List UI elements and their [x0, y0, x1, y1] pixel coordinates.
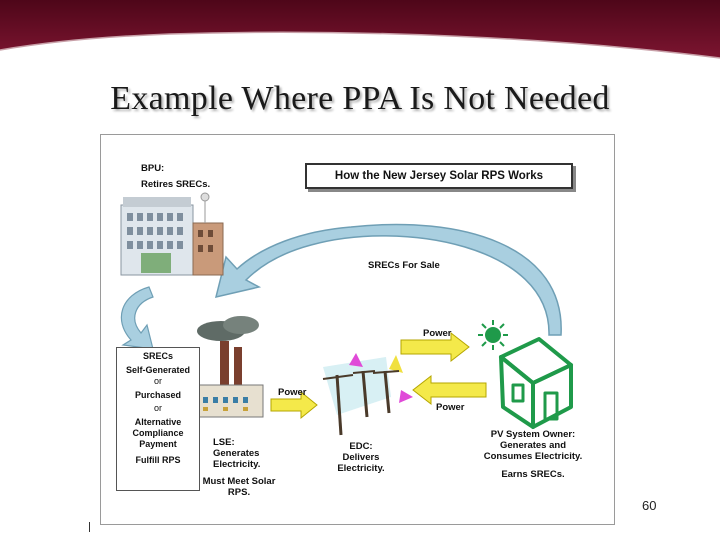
power-arrow-left — [412, 374, 487, 406]
lse-line1: Generates — [213, 448, 260, 459]
srec-box-title: SRECs — [142, 351, 173, 361]
house-icon — [499, 337, 573, 429]
lse-line2: Electricity. — [213, 459, 261, 470]
power-label-top: Power — [423, 328, 452, 339]
lse-line3: Must Meet Solar — [202, 476, 276, 487]
edc-line1: Delivers — [342, 452, 380, 463]
srec-result: Fulfill RPS — [135, 455, 181, 465]
retire-arrow — [120, 286, 154, 350]
power-plant-icon — [196, 316, 264, 418]
utility-poles-icon — [322, 353, 413, 436]
srecs-for-sale-arrow — [214, 223, 562, 336]
bpu-name: BPU: — [141, 163, 165, 174]
diagram-graphics — [120, 192, 573, 436]
srec-option-purchased: Purchased — [134, 390, 182, 400]
srec-option-acp-1: Alternative — [134, 417, 182, 427]
page-number: 60 — [642, 498, 657, 513]
lse-line4: RPS. — [227, 487, 251, 498]
srec-option-self: Self-Generated — [125, 365, 191, 375]
pv-owner-line1: Generates and — [500, 440, 566, 451]
sun-icon — [478, 320, 508, 350]
srec-option-acp-2: Compliance — [132, 428, 184, 438]
pv-owner-line2: Consumes Electricity. — [483, 451, 583, 462]
footer-tick — [89, 522, 90, 532]
power-arrow-right-bottom — [270, 390, 318, 420]
bpu-building-icon — [120, 192, 224, 276]
bpu-action: Retires SRECs. — [141, 179, 211, 190]
power-arrow-right-top — [400, 331, 470, 363]
pv-owner-name: PV System Owner: — [490, 429, 576, 440]
edc-name: EDC: — [349, 441, 373, 452]
power-label-bottom: Power — [436, 402, 465, 413]
srec-or-2: or — [153, 403, 162, 413]
srec-options-box: SRECs Self-Generated or Purchased or Alt… — [116, 347, 200, 491]
srecs-for-sale-label: SRECs For Sale — [368, 260, 440, 271]
pv-owner-line3: Earns SRECs. — [501, 469, 565, 480]
srec-option-acp-3: Payment — [139, 439, 177, 449]
srec-or-1: or — [153, 376, 162, 386]
title-banner — [0, 0, 720, 59]
lse-name: LSE: — [213, 437, 235, 448]
slide-title: Example Where PPA Is Not Needed — [110, 80, 610, 117]
edc-line2: Electricity. — [337, 463, 385, 474]
diagram-header: How the New Jersey Solar RPS Works — [305, 163, 573, 189]
power-label-left: Power — [278, 387, 307, 398]
rps-diagram: How the New Jersey Solar RPS Works BPU: … — [100, 134, 615, 525]
